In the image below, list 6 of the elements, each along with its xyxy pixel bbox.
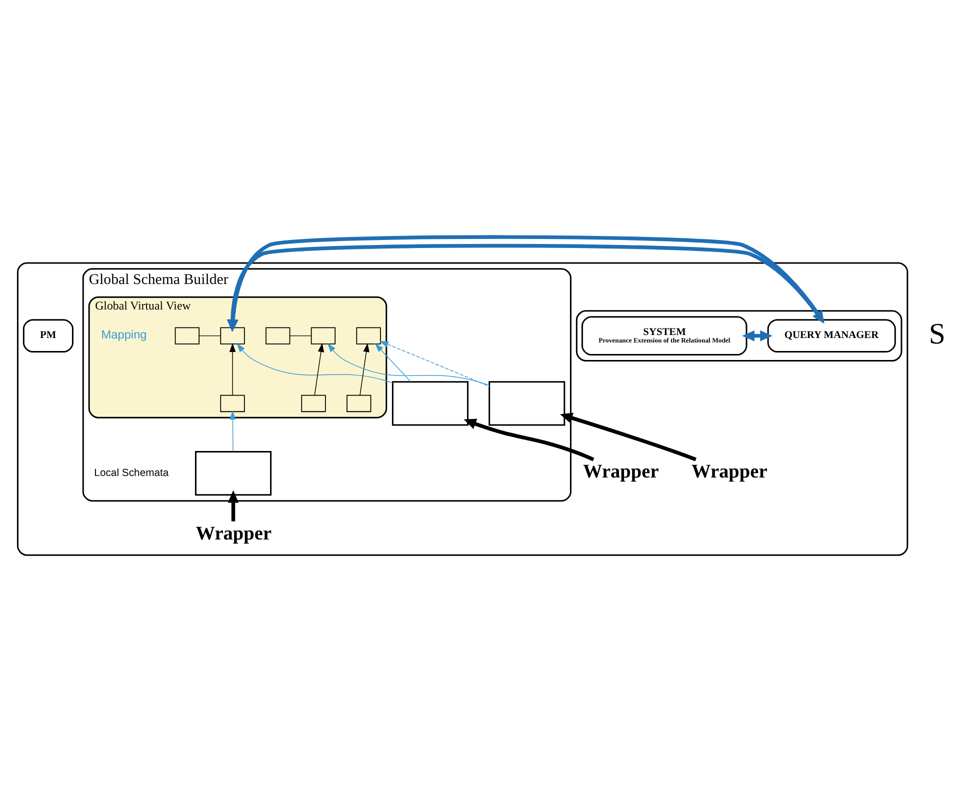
node-text: Wrapper	[692, 460, 768, 482]
node-text: Wrapper	[196, 522, 272, 544]
node-text: Wrapper	[582, 460, 659, 482]
node-label: Local Schemata	[94, 468, 169, 479]
label: Mapping	[101, 327, 147, 342]
label: S	[928, 318, 946, 350]
